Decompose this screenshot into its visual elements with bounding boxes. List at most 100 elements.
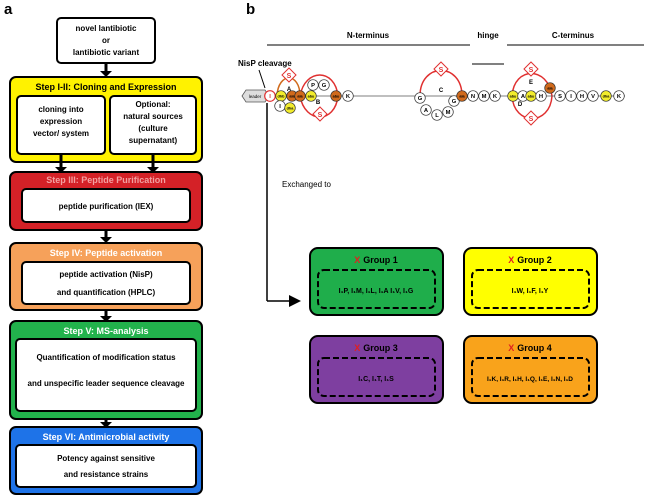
residue-dha2 xyxy=(600,90,612,102)
step-4-line-1: peptide activation (NisP) xyxy=(59,270,153,279)
ring-a-label: A xyxy=(287,87,292,93)
step-3-title: Step III: Peptide Purification xyxy=(46,175,166,185)
residue-k1 xyxy=(342,90,354,102)
group-1-content: I₁P, I₁M, I₁L, I₁A I₁V, I₁G xyxy=(339,288,414,295)
step-4-box: Step IV: Peptide activation peptide acti… xyxy=(9,242,203,311)
residue-m2 xyxy=(478,90,490,102)
step-3-body: peptide purification (IEX) xyxy=(59,202,154,211)
residue-label-abu3: abu xyxy=(510,95,517,99)
sulfur-a: S xyxy=(281,67,297,83)
residue-ala4 xyxy=(544,82,556,94)
residue-g1 xyxy=(318,79,330,91)
residue-k3 xyxy=(613,90,625,102)
step-6-line-1: Potency against sensitive xyxy=(57,454,155,463)
step-3-box: Step III: Peptide Purification peptide p… xyxy=(9,171,203,231)
panel-a-label: a xyxy=(4,1,13,18)
residue-label-abu1: abu xyxy=(308,95,315,99)
residue-label-n1: N xyxy=(471,94,475,100)
exchanged-label: Exchanged to xyxy=(282,180,331,189)
start-line-2: or xyxy=(102,36,110,45)
step-1-right-line-4: supernatant) xyxy=(129,136,178,145)
step-5-box: Step V: MS-analysis Quantification of mo… xyxy=(9,320,203,420)
ring-e-label: E xyxy=(529,80,533,86)
residue-label-ala3: ala xyxy=(459,95,465,99)
residue-label-i_a: I xyxy=(279,104,281,110)
group-2-title: Group 2 xyxy=(517,255,552,265)
ring-b-label: B xyxy=(316,100,321,106)
step-1-left-line-1: cloning into xyxy=(38,105,83,114)
residue-label-g3: G xyxy=(452,99,457,105)
residue-label-i1: I xyxy=(269,94,271,100)
ring-d-label: D xyxy=(518,102,523,108)
residue-i2 xyxy=(565,90,577,102)
step-1-title: Step I-II: Cloning and Expression xyxy=(35,82,176,92)
residue-p xyxy=(307,79,319,91)
residue-h2 xyxy=(576,90,588,102)
group-4-content: I₁K, I₁R, I₁H, I₁Q, I₁E, I₁N, I₁D xyxy=(487,376,573,383)
residue-label-m2: M xyxy=(482,94,487,100)
group-2-mark: X xyxy=(508,255,514,265)
sulfur-e-label: S xyxy=(529,67,534,74)
residue-label-s: S xyxy=(558,94,562,100)
sulfur-a-label: S xyxy=(287,73,292,80)
start-line-3: lantibiotic variant xyxy=(73,48,140,57)
residue-label-ala4: ala xyxy=(547,87,553,91)
residue-label-g1: G xyxy=(322,83,327,89)
sulfur-b: S xyxy=(312,106,328,122)
step-5-line-1: Quantification of modification status xyxy=(36,353,176,362)
residue-label-v: V xyxy=(591,94,595,100)
sulfur-b-label: S xyxy=(318,112,323,119)
group-4-mark: X xyxy=(508,343,514,353)
residue-ala2 xyxy=(294,90,306,102)
step-1-left-line-3: vector/ system xyxy=(33,129,89,138)
step-4-line-2: and quantification (HPLC) xyxy=(57,288,156,297)
start-line-1: novel lantibiotic xyxy=(76,24,137,33)
group-1-mark: X xyxy=(354,255,360,265)
residue-label-g2: G xyxy=(418,96,423,102)
residue-h1 xyxy=(535,90,547,102)
residue-label-m1: M xyxy=(446,110,451,116)
start-box: novel lantibiotic or lantibiotic variant xyxy=(56,17,156,64)
ring-c-label: C xyxy=(439,88,444,94)
residue-i1 xyxy=(264,90,276,102)
residue-label-ala2: ala xyxy=(297,95,303,99)
residue-label-dha2: dha xyxy=(603,95,611,99)
group-3-mark: X xyxy=(354,343,360,353)
step-5-title: Step V: MS-analysis xyxy=(63,326,148,336)
residue-abu1 xyxy=(305,90,317,102)
sulfur-d: S xyxy=(523,110,539,126)
group-1-title: Group 1 xyxy=(363,255,398,265)
step-1-right-line-1: Optional: xyxy=(135,100,170,109)
residue-m1 xyxy=(442,106,454,118)
residue-label-h1: H xyxy=(539,94,543,100)
leader-label: leader xyxy=(249,94,262,99)
residue-s xyxy=(554,90,566,102)
residue-label-k1: K xyxy=(346,94,351,100)
sulfur-c: S xyxy=(433,61,449,77)
step-1-left-line-2: expression xyxy=(40,117,82,126)
step-1-right-line-2: natural sources xyxy=(123,112,183,121)
sulfur-e: S xyxy=(523,61,539,77)
residue-label-i2: I xyxy=(570,94,572,100)
step-5-line-2: and unspecific leader sequence cleavage xyxy=(28,379,186,388)
residue-l xyxy=(431,109,443,121)
residue-label-dha1: dha xyxy=(287,107,295,111)
sulfur-c-label: S xyxy=(439,67,444,74)
residue-label-dhb: dhb xyxy=(278,95,286,99)
group-3-content: I₁C, I₁T, I₁S xyxy=(358,376,394,383)
residue-label-l: L xyxy=(435,113,439,119)
sulfur-d-label: S xyxy=(529,116,534,123)
step-1-box: Step I-II: Cloning and Expression clonin… xyxy=(9,76,203,163)
region-c-terminus: C-terminus xyxy=(552,31,595,40)
group-2-content: I₁W, I₁F, I₁Y xyxy=(512,288,549,295)
residue-label-a2: A xyxy=(521,94,526,100)
residue-a xyxy=(420,104,432,116)
